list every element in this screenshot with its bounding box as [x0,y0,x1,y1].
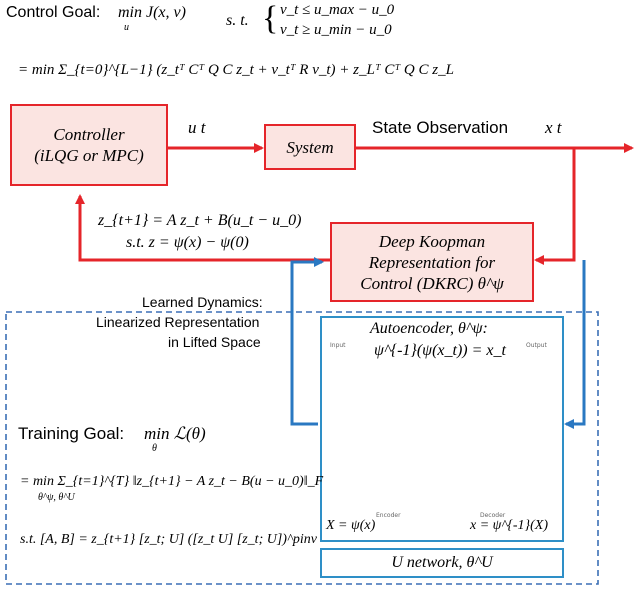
training-to-dkrc-arrow [290,257,324,426]
output-layer-label: Output [526,342,547,349]
dkrc-line-3: Control (DKRC) θ^ψ [360,273,504,293]
training-goal-objective: min ℒ(θ) [144,424,206,443]
controller-subtitle: (iLQG or MPC) [34,146,144,165]
decode-equation: x = ψ^{-1}(X) [470,518,548,533]
u-network-label: U network, θ^U [391,554,493,571]
encoder-label: Encoder [376,512,401,519]
control-goal-objective: min J(x, v) [118,4,186,21]
training-loss: = min Σ_{t=1}^{T} ‖z_{t+1} − A z_t − B(u… [20,474,324,489]
decoder-label: Decoder [480,512,506,519]
autoencoder-box [320,316,564,542]
autoencoder-equation: ψ^{-1}(ψ(x_t)) = x_t [374,342,506,359]
dkrc-box: Deep Koopman Representation for Control … [330,222,534,302]
dkrc-line-2: Representation for [368,252,496,272]
system-box: System [264,124,356,170]
constraint-lower: v_t ≥ u_min − u_0 [280,22,392,38]
dkrc-line-1: Deep Koopman [378,231,486,251]
autoencoder-title: Autoencoder, θ^ψ: [370,320,488,337]
system-label: System [286,137,334,157]
training-goal-objective-sub: θ [152,443,157,454]
koopman-dynamics-equation: z_{t+1} = A z_t + B(u_t − u_0) [98,212,302,229]
control-goal-objective-sub: u [124,22,129,33]
data-to-autoencoder-arrow [564,260,586,429]
u-network-box: U network, θ^U [320,548,564,578]
learned-dynamics-region [5,311,599,585]
lifting-constraint-equation: s.t. z = ψ(x) − ψ(0) [126,234,249,251]
input-layer-label: Input [330,342,346,349]
training-goal-label: Training Goal: [18,424,125,443]
state-symbol: x t [545,118,562,137]
constraint-prefix: s. t. [226,12,249,29]
dkrc-to-controller-arrow [75,194,330,262]
training-loss-sub: θ^ψ, θ^U [38,492,75,503]
constraint-upper: v_t ≤ u_max − u_0 [280,2,395,18]
cost-expansion: = min Σ_{t=0}^{L−1} (z_tᵀ Cᵀ Q C z_t + v… [18,62,454,78]
state-observation-label: State Observation [372,118,509,137]
controller-box: Controller (iLQG or MPC) [10,104,168,186]
learned-dynamics-line-3: in Lifted Space [168,334,261,350]
controller-title: Controller [53,125,125,144]
feedback-to-dkrc-arrow [534,148,576,265]
learned-dynamics-line-2: Linearized Representation [96,314,260,330]
control-input-label: u t [188,118,206,137]
training-solution: s.t. [A, B] = z_{t+1} [z_t; U] ([z_t U] … [20,532,317,547]
constraint-brace: { [262,0,279,37]
encode-equation: X = ψ(x) [326,518,376,533]
learned-dynamics-title: Learned Dynamics: [142,294,263,310]
control-goal-label: Control Goal: [6,4,101,21]
